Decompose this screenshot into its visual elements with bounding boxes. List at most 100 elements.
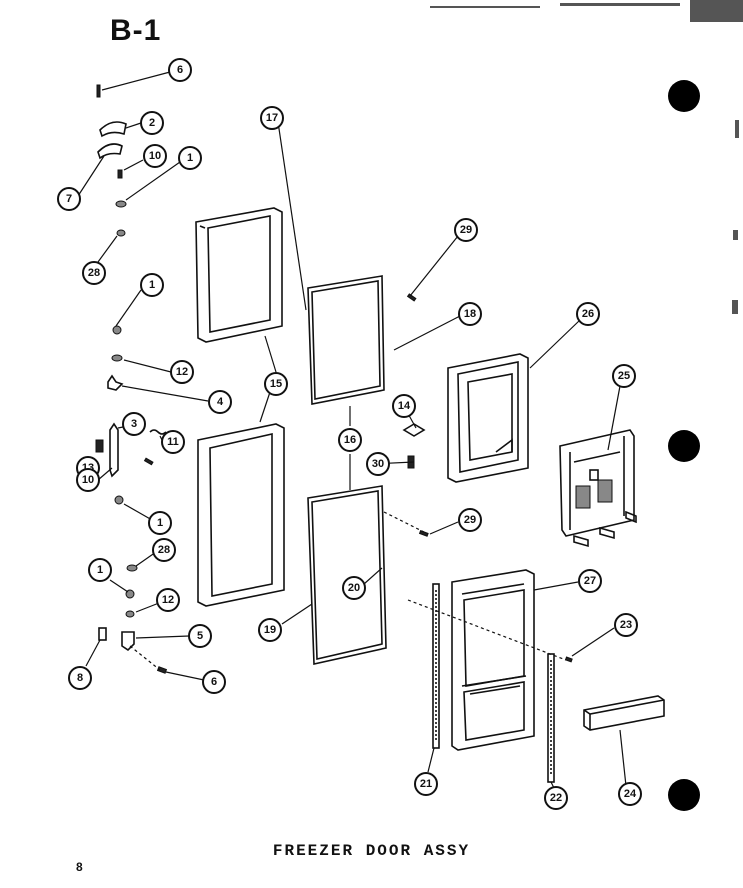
binder-hole-bottom <box>668 779 700 811</box>
callout-number: 28 <box>88 267 100 279</box>
callout-circle <box>618 782 642 806</box>
small-screw-mid <box>143 457 154 466</box>
spacer-bottom <box>125 610 135 618</box>
callout-circle <box>122 412 146 436</box>
bushing-lower <box>114 495 124 505</box>
callout-circle <box>458 302 482 326</box>
callout-circle <box>152 538 176 562</box>
callout-number: 29 <box>464 514 476 526</box>
callout-7: 7 <box>57 187 81 211</box>
callout-circle <box>82 261 106 285</box>
binder-hole-top <box>668 80 700 112</box>
callout-number: 1 <box>149 279 155 291</box>
callout-circle <box>342 576 366 600</box>
callout-10b: 10 <box>76 468 100 492</box>
callout-number: 1 <box>157 517 163 529</box>
control-panel-assembly <box>559 429 637 548</box>
callout-number: 1 <box>187 152 193 164</box>
callout-11: 11 <box>161 430 185 454</box>
callout-1a: 1 <box>178 146 202 170</box>
callout-circle <box>612 364 636 388</box>
callout-number: 15 <box>270 378 282 390</box>
callout-number: 24 <box>624 788 637 800</box>
spring-coil <box>149 429 167 435</box>
center-hinge <box>107 374 124 391</box>
callout-circle <box>202 670 226 694</box>
bottom-stop <box>98 627 107 641</box>
callout-circle <box>76 468 100 492</box>
callout-number: 12 <box>162 594 174 606</box>
callout-circle <box>148 511 172 535</box>
hinge-top-pin-plate <box>97 143 123 160</box>
callout-number: 6 <box>211 676 217 688</box>
stop-block <box>95 439 104 453</box>
callout-circle <box>576 302 600 326</box>
callout-circle <box>161 430 185 454</box>
callout-number: 5 <box>197 630 203 642</box>
bushing-top <box>115 200 127 208</box>
page-heading: B-1 <box>110 14 162 47</box>
callout-number: 22 <box>550 792 562 804</box>
callout-number: 14 <box>398 400 411 412</box>
callout-28b: 28 <box>152 538 176 562</box>
callout-number: 17 <box>266 112 278 124</box>
callout-layer: 6210172811243111310128112586171518162926… <box>57 58 642 810</box>
hinge-hardware <box>95 84 168 674</box>
callout-number: 28 <box>158 544 170 556</box>
callout-24: 24 <box>618 782 642 806</box>
callout-6b: 6 <box>202 670 226 694</box>
callout-number: 10 <box>82 474 94 486</box>
callout-25: 25 <box>612 364 636 388</box>
callout-3: 3 <box>122 412 146 436</box>
callout-circle <box>578 569 602 593</box>
callout-circle <box>454 218 478 242</box>
callout-16: 16 <box>338 428 362 452</box>
callout-8: 8 <box>68 666 92 690</box>
dispenser-housing <box>447 353 529 483</box>
callout-4: 4 <box>208 390 232 414</box>
gasket-upper <box>307 275 385 405</box>
callout-number: 21 <box>420 778 432 790</box>
callout-number: 11 <box>167 436 179 448</box>
actuator-part <box>402 423 426 437</box>
hinge-top-bracket <box>99 121 127 138</box>
callout-number: 26 <box>582 308 594 320</box>
callout-number: 29 <box>460 224 472 236</box>
callout-circle <box>414 772 438 796</box>
callout-number: 20 <box>348 582 360 594</box>
callout-circle <box>614 613 638 637</box>
callout-number: 7 <box>66 193 72 205</box>
callout-circle <box>156 588 180 612</box>
callout-2: 2 <box>140 111 164 135</box>
callout-circle <box>544 786 568 810</box>
callout-number: 25 <box>618 370 630 382</box>
bushing-mid <box>112 325 122 335</box>
callout-15: 15 <box>264 372 288 396</box>
washer-top <box>116 229 126 237</box>
callout-22: 22 <box>544 786 568 810</box>
binder-hole-middle <box>668 430 700 462</box>
washer-lower <box>126 564 138 572</box>
callout-20: 20 <box>342 576 366 600</box>
callout-27: 27 <box>578 569 602 593</box>
callout-12b: 12 <box>156 588 180 612</box>
callout-number: 12 <box>176 366 188 378</box>
callout-29b: 29 <box>458 508 482 532</box>
door-trim-left <box>432 583 440 749</box>
callout-circle <box>88 558 112 582</box>
spacer-mid <box>111 354 123 362</box>
screw-bottom <box>156 666 168 674</box>
callout-number: 6 <box>177 64 183 76</box>
callout-number: 30 <box>372 458 384 470</box>
callout-circle <box>170 360 194 384</box>
page-number: 8 <box>76 860 83 874</box>
callout-28a: 28 <box>82 261 106 285</box>
callout-circle <box>143 144 167 168</box>
diagram-caption: FREEZER DOOR ASSY <box>272 842 471 860</box>
callout-number: 18 <box>464 308 476 320</box>
callout-circle <box>140 111 164 135</box>
callout-circle <box>264 372 288 396</box>
leader-lines <box>77 71 627 789</box>
